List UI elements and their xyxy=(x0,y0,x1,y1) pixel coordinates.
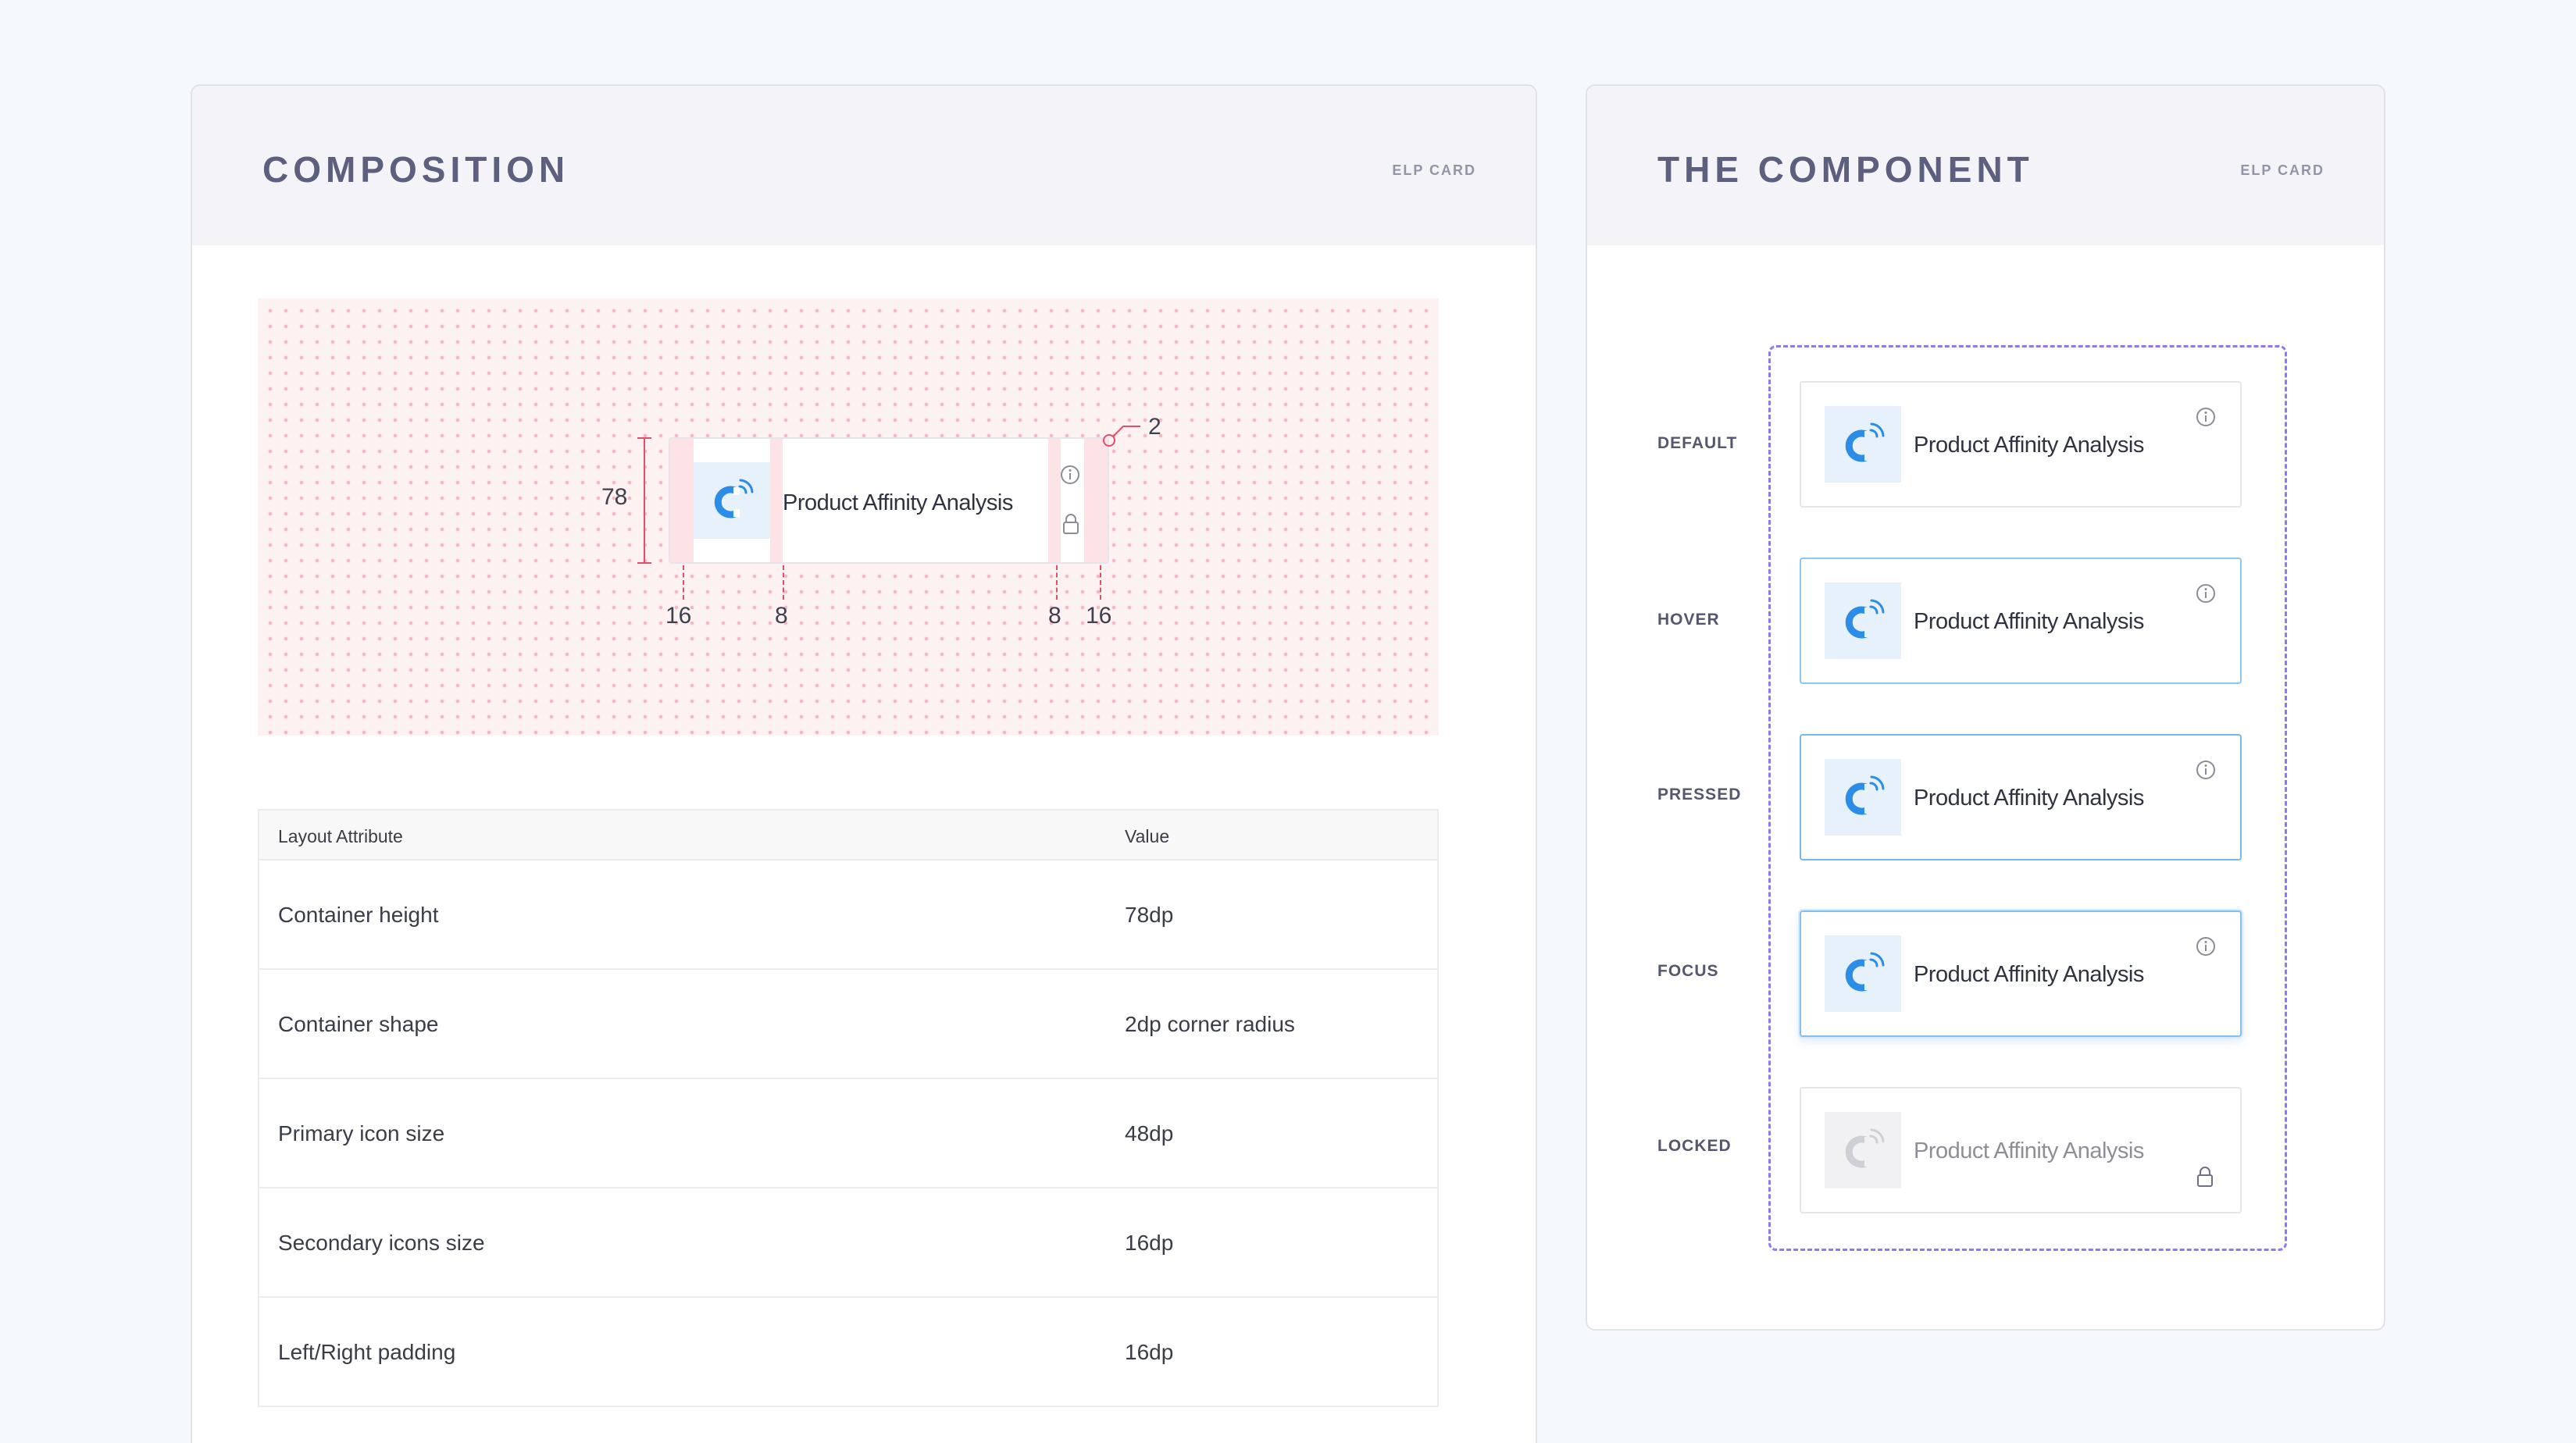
component-tag: ELP CARD xyxy=(2240,162,2324,178)
magnet-icon-container xyxy=(694,462,770,539)
card-title: Product Affinity Analysis xyxy=(1914,433,2144,458)
anatomy-card-label: Product Affinity Analysis xyxy=(783,490,1013,515)
info-icon[interactable] xyxy=(2195,583,2217,604)
magnet-icon-container xyxy=(1825,583,1901,659)
anatomy-card: Product Affinity Analysis xyxy=(669,437,1109,564)
right-gap-label: 8 xyxy=(1048,603,1061,629)
left-padding-label: 16 xyxy=(665,603,692,629)
attribute-cell: Secondary icons size xyxy=(278,1231,485,1255)
lock-icon xyxy=(2197,1167,2213,1187)
info-icon xyxy=(1061,465,1079,484)
height-dimension-line xyxy=(644,437,645,564)
magnet-icon xyxy=(1845,952,1885,992)
height-dimension-label: 78 xyxy=(601,484,628,510)
attribute-cell: Left/Right padding xyxy=(278,1340,456,1364)
elp-card-hover[interactable]: Product Affinity Analysis xyxy=(1800,558,2242,684)
composition-header: COMPOSITION ELP CARD xyxy=(192,86,1536,245)
column-header-attribute: Layout Attribute xyxy=(278,826,403,846)
info-icon[interactable] xyxy=(2195,406,2217,428)
elp-card-default[interactable]: Product Affinity Analysis xyxy=(1800,381,2242,508)
card-title: Product Affinity Analysis xyxy=(1914,962,2144,987)
value-cell: 16dp xyxy=(1125,1340,1174,1364)
layout-spec-table: Layout Attribute Value Container height … xyxy=(258,809,1439,1407)
attribute-cell: Container shape xyxy=(278,1012,439,1036)
card-title: Product Affinity Analysis xyxy=(1914,609,2144,634)
card-title: Product Affinity Analysis xyxy=(1914,1138,2144,1163)
table-row: Secondary icons size 16dp xyxy=(259,1188,1437,1298)
table-header: Layout Attribute Value xyxy=(259,811,1437,860)
card-title: Product Affinity Analysis xyxy=(1914,786,2144,811)
left-gap-zone xyxy=(770,439,783,562)
right-gap-marker xyxy=(1056,565,1058,600)
magnet-icon xyxy=(1845,422,1885,462)
left-gap-label: 8 xyxy=(775,603,788,629)
composition-title: COMPOSITION xyxy=(262,149,570,190)
right-padding-label: 16 xyxy=(1086,603,1112,629)
table-row: Container shape 2dp corner radius xyxy=(259,970,1437,1079)
value-cell: 16dp xyxy=(1125,1231,1174,1255)
left-padding-zone xyxy=(670,439,694,562)
radius-label: 2 xyxy=(1148,414,1161,440)
left-gap-marker xyxy=(783,565,784,600)
left-padding-marker xyxy=(683,565,684,600)
elp-card-locked[interactable]: Product Affinity Analysis xyxy=(1800,1087,2242,1213)
state-label-default: DEFAULT xyxy=(1657,434,1738,452)
value-cell: 48dp xyxy=(1125,1121,1174,1145)
magnet-icon-container xyxy=(1825,935,1901,1012)
magnet-icon-container xyxy=(1825,759,1901,836)
right-gap-zone xyxy=(1048,439,1061,562)
attribute-cell: Container height xyxy=(278,903,439,927)
right-padding-marker xyxy=(1100,565,1101,600)
magnet-icon xyxy=(1845,1128,1885,1168)
magnet-icon-container xyxy=(1825,1112,1901,1188)
right-padding-zone xyxy=(1084,439,1108,562)
composition-panel: COMPOSITION ELP CARD 78 xyxy=(191,84,1537,1443)
component-header: THE COMPONENT ELP CARD xyxy=(1587,86,2384,245)
table-row: Container height 78dp xyxy=(259,860,1437,970)
state-label-hover: HOVER xyxy=(1657,611,1720,629)
column-header-value: Value xyxy=(1125,826,1170,846)
height-dimension-cap-bottom xyxy=(637,562,651,564)
elp-card-pressed[interactable]: Product Affinity Analysis xyxy=(1800,734,2242,860)
height-dimension-cap-top xyxy=(637,437,651,439)
magnet-icon xyxy=(714,479,754,518)
composition-tag: ELP CARD xyxy=(1392,162,1476,178)
lock-icon xyxy=(1063,514,1079,534)
magnet-icon-container xyxy=(1825,406,1901,483)
magnet-icon xyxy=(1845,599,1885,639)
magnet-icon xyxy=(1845,775,1885,815)
info-icon[interactable] xyxy=(2195,759,2217,781)
value-cell: 78dp xyxy=(1125,903,1174,927)
component-panel: THE COMPONENT ELP CARD DEFAULT Product A… xyxy=(1586,84,2385,1331)
elp-card-focus[interactable]: Product Affinity Analysis xyxy=(1800,910,2242,1037)
table-row: Left/Right padding 16dp xyxy=(259,1298,1437,1407)
value-cell: 2dp corner radius xyxy=(1125,1012,1295,1036)
state-label-pressed: PRESSED xyxy=(1657,786,1742,803)
table-row: Primary icon size 48dp xyxy=(259,1079,1437,1188)
component-title: THE COMPONENT xyxy=(1657,149,2034,190)
state-label-locked: LOCKED xyxy=(1657,1137,1732,1155)
attribute-cell: Primary icon size xyxy=(278,1121,445,1145)
states-frame xyxy=(1768,345,2287,1251)
state-label-focus: FOCUS xyxy=(1657,962,1719,980)
anatomy-canvas: 78 Product Affinit xyxy=(258,298,1439,736)
info-icon[interactable] xyxy=(2195,935,2217,957)
radius-callout xyxy=(1103,426,1140,447)
